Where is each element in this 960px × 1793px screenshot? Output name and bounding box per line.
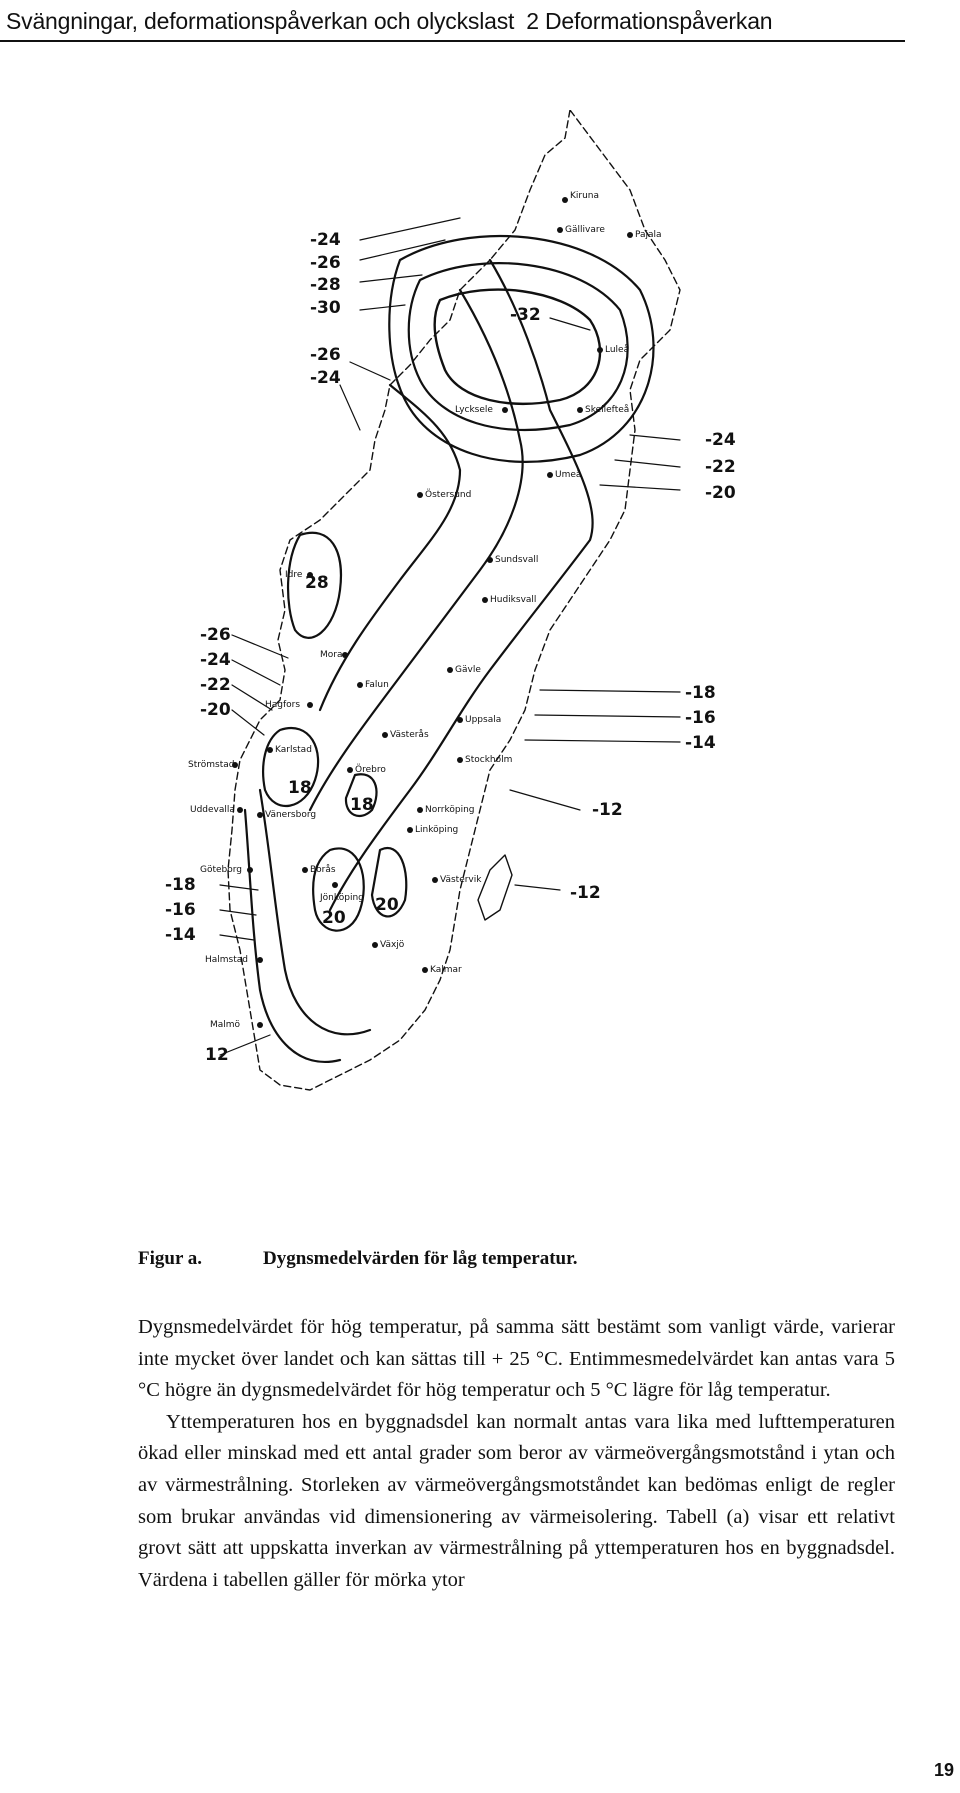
isotherm-inline-labels: 28 18 18 20 20 -12 -12 12 bbox=[205, 573, 623, 1065]
isotherm-label: -24 bbox=[200, 650, 231, 670]
town-label: Östersund bbox=[425, 489, 471, 500]
isotherm-labels-left-top: -24 -26 -28 -30 -26 -24 bbox=[310, 230, 341, 388]
header-chapter: Svängningar, deformationspåverkan och ol… bbox=[6, 8, 515, 34]
isotherm-label: -24 bbox=[705, 430, 736, 450]
isotherm-label: -22 bbox=[705, 457, 736, 477]
isotherm-label: -12 bbox=[592, 800, 623, 820]
isotherm-2 bbox=[308, 288, 524, 812]
town-label: Skellefteå bbox=[585, 404, 629, 415]
isotherm-18-island bbox=[262, 727, 320, 808]
isotherm-label: -30 bbox=[310, 298, 341, 318]
isotherm-label: -26 bbox=[310, 253, 341, 273]
town-label: Örebro bbox=[355, 764, 386, 775]
isotherm-label: -14 bbox=[685, 733, 716, 753]
isotherm-28-island bbox=[286, 531, 342, 639]
town-label: Malmö bbox=[210, 1020, 241, 1030]
isotherm-label: -18 bbox=[685, 683, 716, 703]
isotherm-labels-left-bottom: -18 -16 -14 bbox=[165, 875, 196, 945]
paragraph: Dygnsmedelvärdet för hög temperatur, på … bbox=[138, 1316, 895, 1402]
town-label: Västervik bbox=[440, 875, 482, 885]
isotherm-20-loop bbox=[312, 847, 365, 932]
town-label: Uddevalla bbox=[190, 805, 235, 815]
temperature-map-figure: -24 -26 -28 -30 -26 -24 -32 -24 -22 -20 … bbox=[160, 109, 810, 1200]
isotherm-label: -16 bbox=[165, 900, 196, 920]
isotherm-south-coast-2 bbox=[258, 788, 372, 1036]
town-labels: Kiruna Gällivare Pajala Luleå Lycksele S… bbox=[188, 191, 662, 1030]
town-label: Stockholm bbox=[465, 755, 512, 765]
running-header: Svängningar, deformationspåverkan och ol… bbox=[6, 8, 906, 35]
isotherm-18-island-2 bbox=[344, 773, 378, 818]
isotherm-labels-left-mid: -26 -24 -22 -20 bbox=[200, 625, 231, 720]
isotherm-inner-32 bbox=[433, 288, 602, 405]
town-label: Växjö bbox=[380, 940, 405, 950]
isotherm-ring-28 bbox=[388, 234, 655, 463]
town-label: Idre bbox=[285, 570, 303, 580]
town-label: Strömstad bbox=[188, 760, 234, 770]
isotherm-3 bbox=[318, 383, 462, 712]
isotherm-outer bbox=[328, 258, 594, 912]
town-label: Hagfors bbox=[265, 700, 300, 710]
isotherm-label: -24 bbox=[310, 230, 341, 250]
isotherm-label: -20 bbox=[200, 700, 231, 720]
sweden-isotherm-map: -24 -26 -28 -30 -26 -24 -32 -24 -22 -20 … bbox=[165, 109, 736, 1091]
town-label: Jönköping bbox=[319, 893, 364, 903]
isotherm-south-coast bbox=[243, 808, 342, 1063]
isotherm-20-loop-2 bbox=[370, 847, 408, 918]
isotherm-label: 28 bbox=[305, 573, 329, 593]
isotherm-label: 12 bbox=[205, 1045, 229, 1065]
town-label: Hudiksvall bbox=[490, 595, 536, 605]
town-label: Kalmar bbox=[430, 965, 462, 975]
body-text: Dygnsmedelvärdet för hög temperatur, på … bbox=[138, 1312, 895, 1596]
isotherm-label: -24 bbox=[310, 368, 341, 388]
isotherm-label: 20 bbox=[322, 908, 346, 928]
isotherm-label: -16 bbox=[685, 708, 716, 728]
isotherm-labels-right-mid: -18 -16 -14 bbox=[685, 683, 716, 753]
town-label: Linköping bbox=[415, 825, 458, 835]
figure-caption: Figur a. Dygnsmedelvärden för låg tempera… bbox=[138, 1248, 578, 1270]
town-label: Lycksele bbox=[455, 405, 493, 415]
town-label: Pajala bbox=[635, 230, 662, 240]
page-number: 19 bbox=[933, 1760, 954, 1780]
isotherm-label: 18 bbox=[288, 778, 312, 798]
paragraph: Yttemperaturen hos en byggnadsdel kan no… bbox=[138, 1410, 895, 1591]
header-section: 2 Deformationspåverkan bbox=[526, 8, 773, 34]
isotherm-label: -26 bbox=[200, 625, 231, 645]
town-label: Mora bbox=[320, 650, 343, 660]
isotherm-label: -20 bbox=[705, 483, 736, 503]
isotherm-label: -18 bbox=[165, 875, 196, 895]
town-label: Sundsvall bbox=[495, 555, 538, 565]
isotherm-label: 18 bbox=[350, 795, 374, 815]
town-label: Borås bbox=[310, 864, 336, 875]
isotherm-label: -22 bbox=[200, 675, 231, 695]
town-label: Västerås bbox=[390, 729, 429, 740]
town-label: Halmstad bbox=[205, 955, 248, 965]
town-label: Gävle bbox=[455, 665, 481, 675]
town-label: Karlstad bbox=[275, 745, 312, 755]
figure-caption-text: Dygnsmedelvärden för låg temperatur. bbox=[263, 1248, 578, 1269]
isotherm-ring-30 bbox=[407, 262, 629, 432]
sweden-outline bbox=[227, 109, 681, 1091]
town-label: Uppsala bbox=[465, 715, 501, 725]
town-label: Gällivare bbox=[565, 225, 605, 235]
town-label: Norrköping bbox=[425, 805, 475, 815]
town-label: Vänersborg bbox=[265, 810, 316, 820]
town-label: Falun bbox=[365, 680, 389, 690]
town-label: Göteborg bbox=[200, 865, 242, 875]
isotherm-label: -28 bbox=[310, 275, 341, 295]
town-label: Luleå bbox=[605, 344, 629, 355]
isotherm-label: 20 bbox=[375, 895, 399, 915]
isotherm-label-center: -32 bbox=[510, 305, 541, 325]
header-rule bbox=[0, 40, 905, 42]
figure-label: Figur a. bbox=[138, 1248, 203, 1269]
isotherm-label: -14 bbox=[165, 925, 196, 945]
isotherm-labels-right-top: -24 -22 -20 bbox=[705, 430, 736, 503]
town-label: Kiruna bbox=[570, 191, 599, 201]
gotland-outline bbox=[477, 854, 513, 921]
isotherm-label: -12 bbox=[570, 883, 601, 903]
town-label: Umeå bbox=[555, 469, 581, 480]
isotherm-label: -26 bbox=[310, 345, 341, 365]
